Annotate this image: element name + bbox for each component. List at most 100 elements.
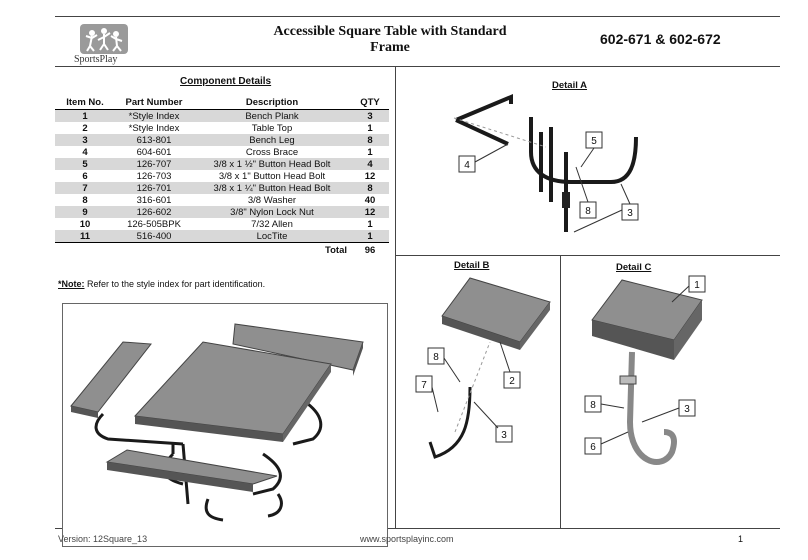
detail-bc-divider: [560, 255, 561, 528]
cell-part: 126-703: [136, 170, 172, 182]
callout-6: 6: [590, 442, 596, 453]
table-row: 10 126-505BPK 7/32 Allen 1: [55, 218, 389, 230]
table-illustration: [62, 303, 388, 547]
cell-part: 613-801: [115, 134, 193, 146]
callout-8: 8: [433, 352, 439, 363]
cell-qty: 1: [351, 230, 389, 243]
detail-a-bottom-rule: [395, 255, 780, 256]
cell-desc: Bench Leg: [193, 134, 351, 146]
cell-part: 126-602: [115, 206, 193, 218]
page-number: 1: [738, 534, 744, 544]
detail-a-title: Detail A: [552, 80, 588, 91]
detail-a-callouts: 4 5 8 3: [458, 131, 639, 221]
total-label: Total: [193, 242, 351, 257]
cell-qty: 4: [351, 158, 389, 170]
cell-item: 6: [82, 170, 88, 182]
table-row: 6 126-703 3/8 x 1" Button Head Bolt 12: [55, 170, 389, 182]
detail-c-title: Detail C: [616, 262, 652, 273]
cell-part: 316-601: [136, 194, 172, 206]
note-label: *Note:: [58, 279, 85, 289]
cell-desc: 3/8 x 1" Button Head Bolt: [218, 170, 326, 182]
center-divider: [395, 66, 396, 528]
callout-5: 5: [591, 136, 597, 147]
component-details-title: Component Details: [180, 76, 272, 87]
note: *Note: Refer to the style index for part…: [58, 279, 265, 289]
document-title: Accessible Square Table with Standard Fr…: [273, 24, 507, 55]
callout-8: 8: [590, 400, 596, 411]
logo-text: SportsPlay: [74, 54, 118, 65]
callout-4: 4: [464, 160, 470, 171]
cell-qty: 1: [367, 122, 373, 134]
table-row: 4 604-601 Cross Brace 1: [55, 146, 389, 158]
cell-item: 2: [82, 122, 88, 134]
footer-rule: [55, 528, 780, 529]
cell-qty: 1: [367, 146, 373, 158]
sportsplay-logo: [80, 24, 128, 54]
cell-desc: 3/8 Washer: [247, 194, 297, 206]
kids-logo-icon: [85, 28, 123, 52]
callout-7: 7: [421, 380, 427, 391]
table-header-row: Item No. Part Number Description QTY: [55, 96, 389, 110]
detail-b-title: Detail B: [454, 260, 490, 271]
detail-a-drawing: 4 5 8 3: [453, 93, 639, 233]
cell-desc: 3/8" Nylon Lock Nut: [193, 206, 351, 218]
callout-3: 3: [627, 208, 633, 219]
cell-qty: 12: [351, 206, 389, 218]
col-desc: Description: [193, 96, 351, 110]
cell-part: 604-601: [136, 146, 172, 158]
callout-3: 3: [684, 404, 690, 415]
cell-desc: Table Top: [251, 122, 293, 134]
cell-desc: Bench Plank: [193, 109, 351, 122]
cell-desc: LocTite: [193, 230, 351, 243]
document-code: 602-671 & 602-672: [600, 31, 721, 47]
cell-item: 5: [55, 158, 115, 170]
detail-c-drawing: 1 8 3 6: [584, 275, 706, 465]
cell-item: 4: [82, 146, 88, 158]
table-row: 2 *Style Index Table Top 1: [55, 122, 389, 134]
note-text: Refer to the style index for part identi…: [87, 279, 266, 289]
cell-part: 126-707: [115, 158, 193, 170]
footer-url[interactable]: www.sportsplayinc.com: [360, 534, 454, 544]
cell-qty: 8: [351, 134, 389, 146]
picnic-table-drawing: [70, 323, 364, 522]
cell-item: 9: [55, 206, 115, 218]
col-qty: QTY: [351, 96, 389, 110]
table-row: 8 316-601 3/8 Washer 40: [55, 194, 389, 206]
footer-version: Version: 12Square_13: [58, 534, 148, 544]
col-item: Item No.: [55, 96, 115, 110]
cell-part: 126-701: [115, 182, 193, 194]
cell-item: 8: [82, 194, 88, 206]
cell-desc: 3/8 x 1 ½" Button Head Bolt: [193, 158, 351, 170]
callout-3: 3: [501, 430, 507, 441]
cell-qty: 1: [367, 218, 373, 230]
cell-part: 126-505BPK: [127, 218, 181, 230]
cell-desc: Cross Brace: [245, 146, 299, 158]
cell-qty: 8: [351, 182, 389, 194]
cell-qty: 40: [364, 194, 376, 206]
total-row: Total 96: [55, 242, 389, 257]
cell-item: 1: [55, 109, 115, 122]
callout-8: 8: [585, 206, 591, 217]
cell-qty: 3: [351, 109, 389, 122]
cell-desc: 7/32 Allen: [251, 218, 293, 230]
cell-qty: 12: [364, 170, 376, 182]
cell-desc: 3/8 x 1 ¼" Button Head Bolt: [193, 182, 351, 194]
callout-1: 1: [694, 280, 700, 291]
component-table: Item No. Part Number Description QTY 1*S…: [55, 96, 389, 257]
cell-part: *Style Index: [128, 122, 180, 134]
cell-item: 10: [79, 218, 91, 230]
col-part: Part Number: [115, 96, 193, 110]
cell-item: 7: [55, 182, 115, 194]
cell-item: 11: [55, 230, 115, 243]
header-rule: [55, 66, 780, 67]
callout-2: 2: [509, 376, 515, 387]
top-rule: [55, 16, 780, 17]
cell-item: 3: [55, 134, 115, 146]
cell-part: *Style Index: [115, 109, 193, 122]
